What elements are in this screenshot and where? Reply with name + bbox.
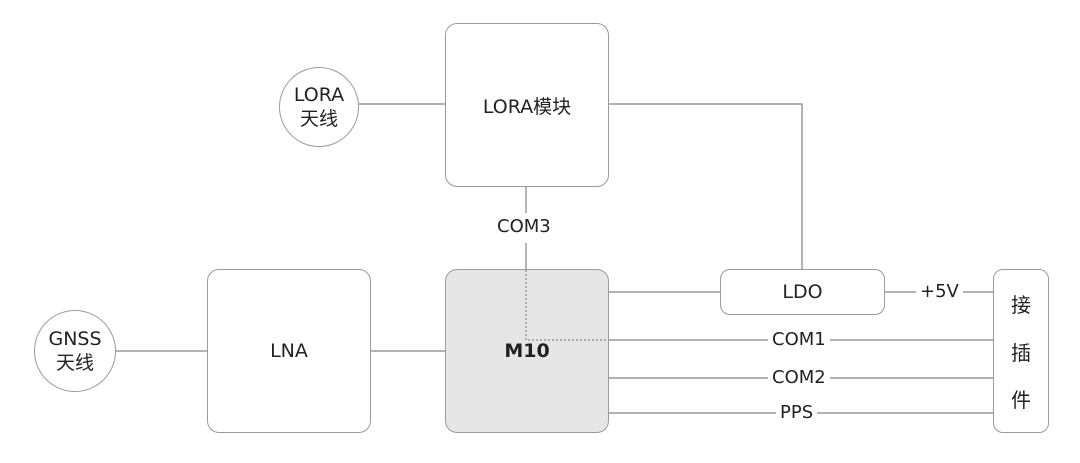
ldo-label: LDO xyxy=(782,281,823,303)
edge-label-com3: COM3 xyxy=(493,216,555,237)
connector-char-1: 接 xyxy=(1011,292,1031,317)
lna-node: LNA xyxy=(207,269,371,433)
edge-label-com2: COM2 xyxy=(768,367,830,388)
connector-node: 接 插 件 xyxy=(993,269,1049,433)
m10-label: M10 xyxy=(504,340,550,362)
gnss-antenna-label-line1: GNSS xyxy=(48,328,102,350)
m10-node: M10 xyxy=(445,269,609,433)
lora-module-label: LORA模块 xyxy=(482,95,572,118)
lora-antenna-label-line2: 天线 xyxy=(299,108,338,130)
lna-label: LNA xyxy=(270,340,308,362)
lora-module-node: LORA模块 xyxy=(445,23,609,187)
connector-char-3: 件 xyxy=(1011,388,1031,413)
gnss-antenna-label-line2: 天线 xyxy=(55,352,94,374)
edge-label-pps: PPS xyxy=(776,402,818,423)
lora-antenna-node: LORA 天线 xyxy=(279,67,359,147)
edge-label-com1: COM1 xyxy=(768,329,830,350)
connector-char-2: 插 xyxy=(1011,340,1031,365)
ldo-node: LDO xyxy=(720,269,885,315)
edge-label-plus5v: +5V xyxy=(916,281,963,302)
line-lora-module-to-ldo xyxy=(608,103,803,269)
gnss-antenna-node: GNSS 天线 xyxy=(34,310,116,392)
lora-antenna-label-line1: LORA xyxy=(293,84,345,106)
